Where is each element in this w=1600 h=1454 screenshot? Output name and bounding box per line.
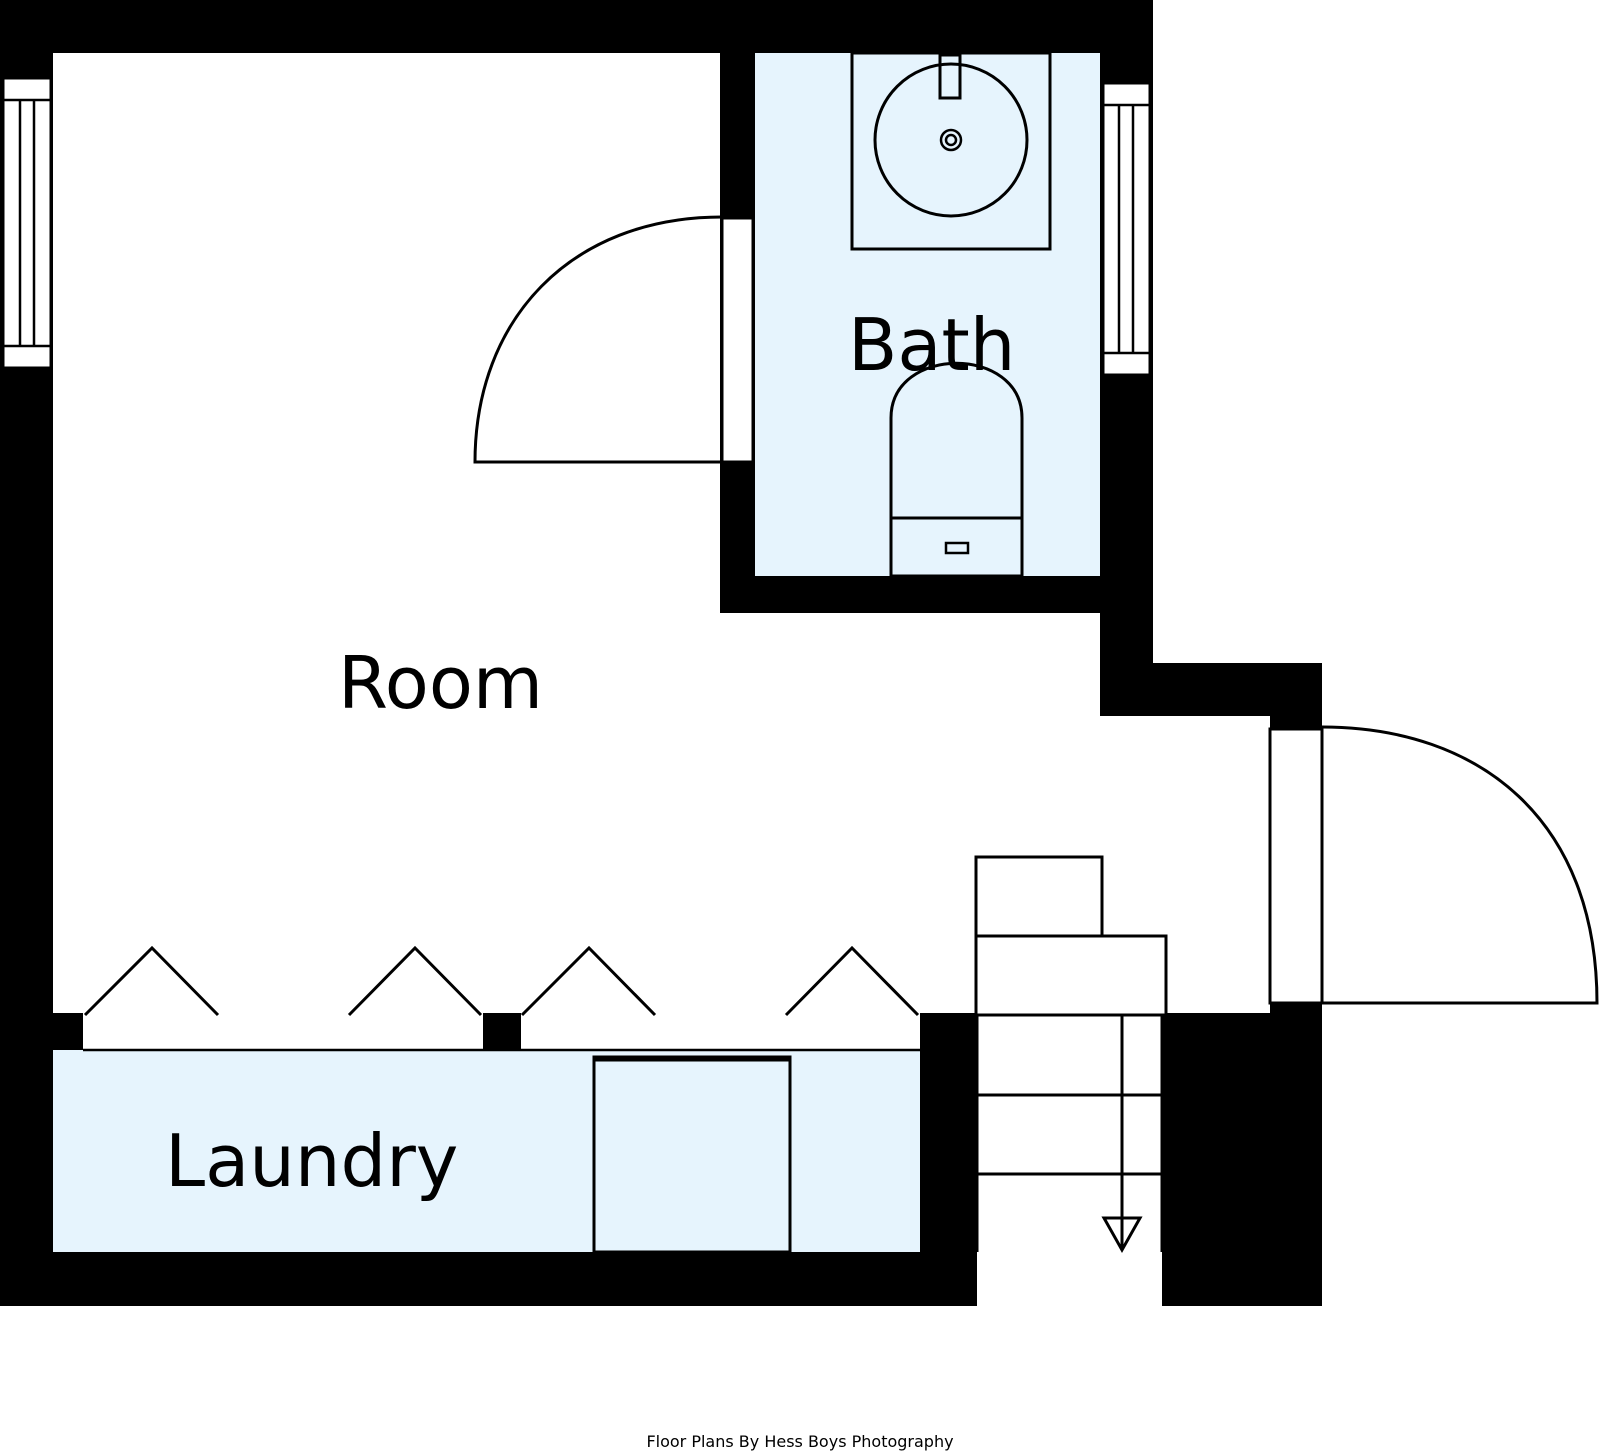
toilet-button (944, 541, 970, 555)
wall-right-lower-top (1270, 663, 1322, 729)
laundry-appliance (592, 1055, 792, 1254)
stair-landing-top (974, 855, 1104, 938)
room-label: Room (338, 641, 543, 725)
closet-opening-right (521, 1013, 920, 1050)
toilet-tank (889, 516, 1024, 578)
wall-stair-right (1162, 1013, 1322, 1306)
credit-text: Floor Plans By Hess Boys Photography (646, 1432, 953, 1451)
wall-bath-bottom (720, 576, 1153, 613)
toilet-icon (889, 361, 1024, 518)
bath-door-swing (473, 215, 723, 464)
laundry-label: Laundry (165, 1119, 458, 1203)
window-left (1, 76, 53, 370)
wall-laundry-mid-stub (483, 1013, 521, 1050)
closet-opening-left (83, 1013, 483, 1050)
bifold-door-4 (784, 945, 920, 1017)
sink-counter (850, 51, 1052, 251)
entry-door-swing (1321, 725, 1599, 1005)
wall-laundry-right (920, 1013, 977, 1306)
bifold-door-1 (83, 945, 220, 1017)
stair-opening (977, 1252, 1162, 1306)
laundry-floor (53, 1050, 940, 1252)
bath-door-frame (720, 216, 755, 464)
sink-faucet (938, 53, 962, 100)
wall-bottom (0, 1252, 977, 1306)
entry-door-frame (1268, 727, 1324, 1005)
stair-step-1 (974, 934, 1168, 1017)
wall-top (0, 0, 1153, 53)
wall-laundry-left-stub (53, 1013, 83, 1050)
bath-floor (755, 53, 1100, 576)
bath-label: Bath (848, 303, 1015, 387)
window-bath (1101, 81, 1152, 377)
round-sink-icon (873, 62, 1029, 218)
bifold-door-2 (347, 945, 483, 1017)
bifold-door-3 (520, 945, 657, 1017)
